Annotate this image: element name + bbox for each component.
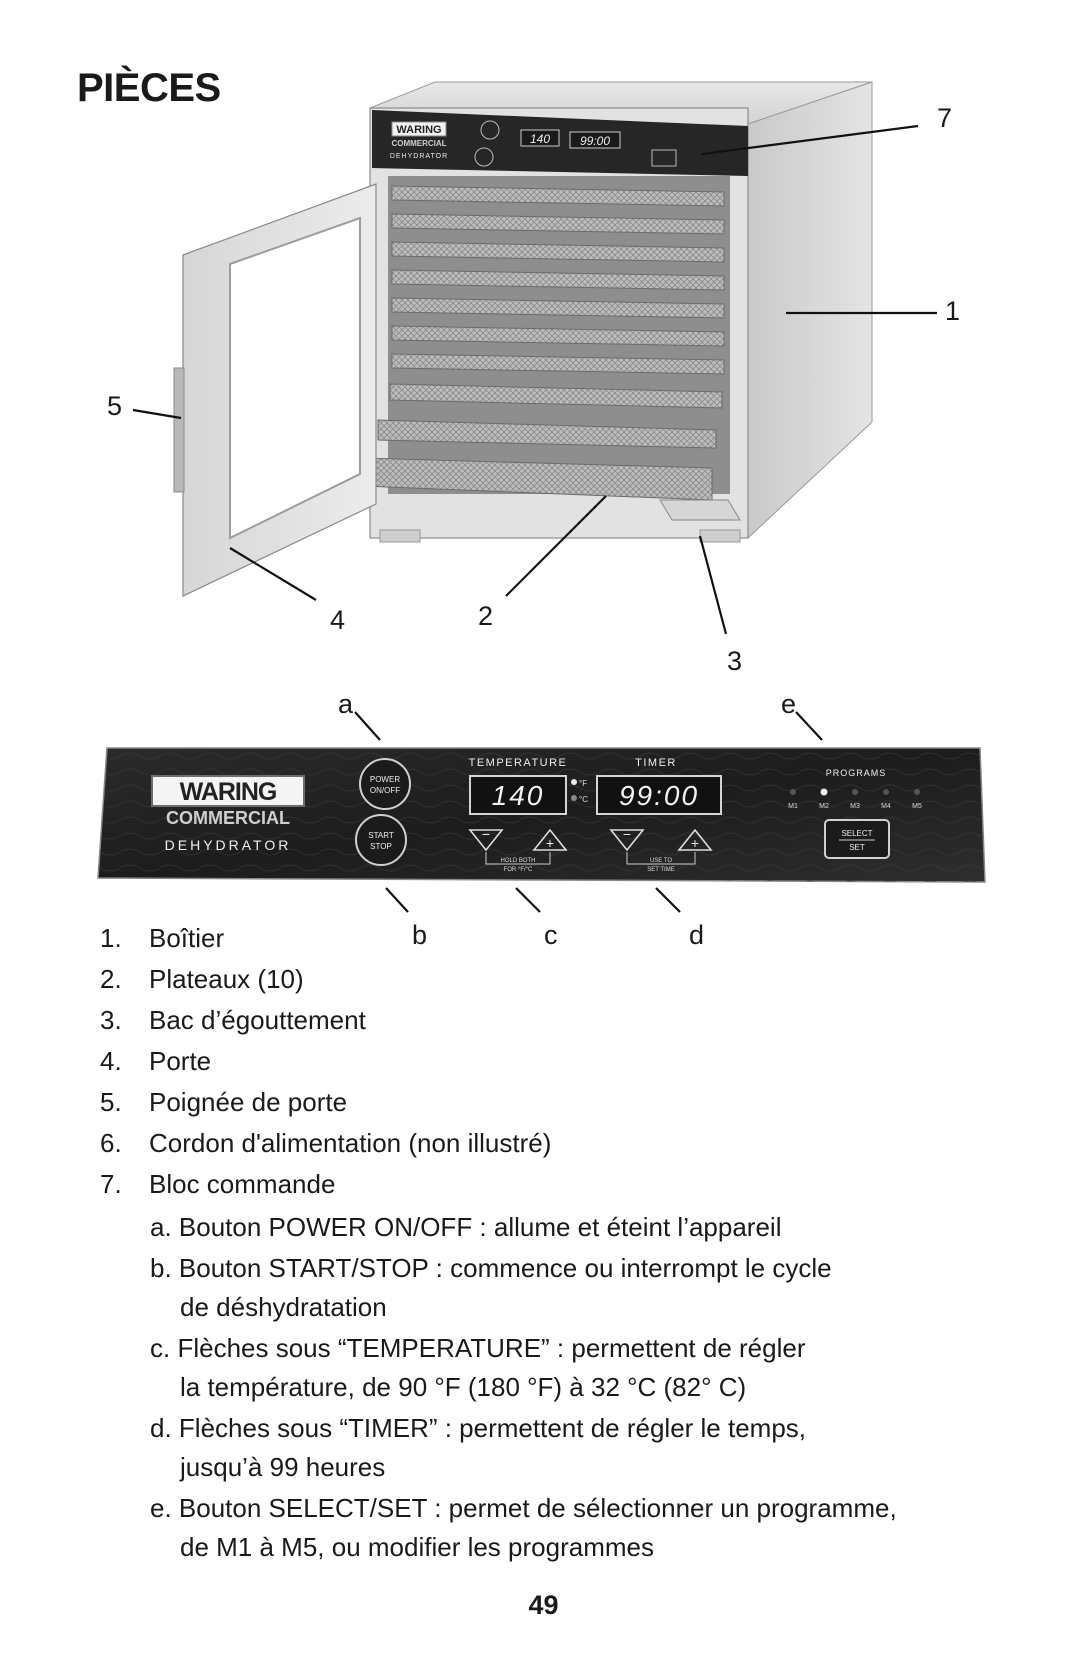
page-number: 49 xyxy=(528,1590,559,1620)
list-item: b. Bouton START/STOP : commence ou inter… xyxy=(150,1253,832,1322)
unit-f: °F xyxy=(579,779,587,788)
svg-text:STOP: STOP xyxy=(370,842,392,851)
callout-7: 7 xyxy=(937,103,953,133)
drip-tray xyxy=(659,499,741,521)
appliance-temp-display: 140 xyxy=(530,132,550,146)
list-item: c. Flèches sous “TEMPERATURE” : permette… xyxy=(150,1333,806,1402)
panel-brand: WARING xyxy=(180,778,277,806)
programs-label: PROGRAMS xyxy=(826,768,887,778)
appliance-product: DEHYDRATOR xyxy=(390,153,448,160)
controls-list: a. Bouton POWER ON/OFF : allume et étein… xyxy=(150,1208,897,1569)
temp-hint-2: FOR °F/°C xyxy=(504,867,533,873)
start-stop-button[interactable]: START STOP xyxy=(355,814,407,866)
appliance-timer-display: 99:00 xyxy=(580,134,610,148)
callout-a: a xyxy=(338,689,354,719)
program-m2: M2 xyxy=(819,803,829,810)
temp-minus-icon: − xyxy=(482,826,490,842)
appliance-control-panel: WARING COMMERCIAL DEHYDRATOR 140 99:00 xyxy=(372,110,748,176)
timer-up-button[interactable]: + xyxy=(677,828,713,851)
page-title: PIÈCES xyxy=(77,66,221,110)
door-handle xyxy=(173,367,185,493)
select-set-button[interactable]: SELECT SET xyxy=(824,819,890,859)
callout-d: d xyxy=(689,920,705,950)
callout-e: e xyxy=(781,689,797,719)
timer-hint-1: USE TO xyxy=(650,858,672,864)
panel-product: DEHYDRATOR xyxy=(165,837,292,853)
temp-hint-1: HOLD BOTH xyxy=(500,858,535,864)
svg-text:POWER: POWER xyxy=(370,775,400,784)
callout-b: b xyxy=(412,920,428,950)
panel-brand-sub: COMMERCIAL xyxy=(166,808,290,828)
timer-label: TIMER xyxy=(635,757,677,769)
svg-text:START: START xyxy=(368,831,394,840)
door xyxy=(173,183,377,597)
temperature-display xyxy=(469,775,567,815)
program-m5: M5 xyxy=(912,803,922,810)
program-indicators: M1 M2 M3 M4 M5 xyxy=(788,788,922,810)
callout-4: 4 xyxy=(330,605,346,635)
temp-plus-icon: + xyxy=(546,835,554,851)
appliance-brand-sub: COMMERCIAL xyxy=(391,139,446,148)
timer-display xyxy=(596,775,722,815)
callout-5: 5 xyxy=(107,391,123,421)
timer-hint-2: SET TIME xyxy=(647,867,674,873)
list-item: e. Bouton SELECT/SET : permet de sélecti… xyxy=(150,1493,897,1562)
timer-plus-icon: + xyxy=(691,835,699,851)
temp-down-button[interactable]: − xyxy=(468,826,504,852)
program-m3: M3 xyxy=(850,803,860,810)
timer-down-button[interactable]: − xyxy=(609,826,645,852)
cabinet-side xyxy=(747,81,873,540)
svg-text:ON/OFF: ON/OFF xyxy=(370,786,400,795)
leader-lines xyxy=(132,124,937,635)
control-panel-illustration: WARING COMMERCIAL DEHYDRATOR POWER ON/OF… xyxy=(97,711,986,913)
temperature-label: TEMPERATURE xyxy=(469,757,568,769)
temperature-value: 140 xyxy=(492,780,545,811)
trays xyxy=(361,185,725,501)
power-button[interactable]: POWER ON/OFF xyxy=(359,758,411,810)
timer-value: 99:00 xyxy=(619,780,699,811)
list-item: a. Bouton POWER ON/OFF : allume et étein… xyxy=(150,1212,782,1242)
svg-text:SET: SET xyxy=(849,843,865,852)
unit-c: °C xyxy=(579,795,588,804)
temp-up-button[interactable]: + xyxy=(532,828,568,851)
program-m4: M4 xyxy=(881,803,891,810)
list-item: d. Flèches sous “TIMER” : permettent de … xyxy=(150,1413,807,1482)
callout-c: c xyxy=(544,920,558,950)
callout-2: 2 xyxy=(478,601,494,631)
appliance-brand: WARING xyxy=(396,124,441,136)
dehydrator-illustration: WARING COMMERCIAL DEHYDRATOR 140 99:00 xyxy=(132,81,937,635)
svg-text:SELECT: SELECT xyxy=(841,829,872,838)
door-window xyxy=(229,216,361,540)
callout-3: 3 xyxy=(727,646,743,676)
program-m1: M1 xyxy=(788,803,798,810)
callout-1: 1 xyxy=(945,296,961,326)
timer-minus-icon: − xyxy=(623,826,631,842)
